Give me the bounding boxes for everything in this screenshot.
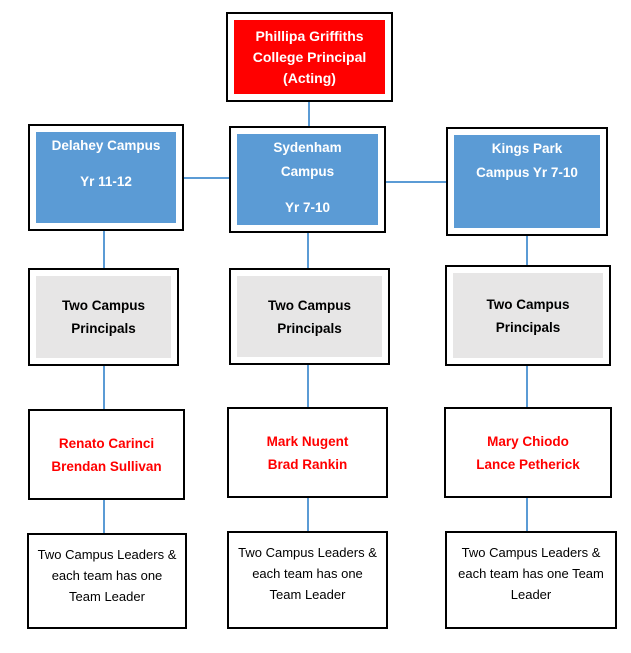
campus-line: Sydenham: [273, 140, 342, 155]
team-leaders-line: Two Campus Leaders &: [238, 545, 377, 560]
team-leaders-box-2: Two Campus Leaders & each team has one T…: [227, 531, 388, 629]
campus-principals-line: Two Campus: [61, 298, 145, 313]
campus-box-delahey-fill: Delahey Campus Yr 11-12: [36, 132, 176, 223]
connector-principals-to-names-1: [103, 366, 105, 409]
principal-names-box-1: Renato Carinci Brendan Sullivan: [28, 409, 185, 500]
campus-box-sydenham: Sydenham Campus Yr 7-10: [229, 126, 386, 233]
team-leaders-line: each team has one Team: [458, 566, 604, 581]
connector-names-to-leaders-2: [307, 498, 309, 531]
principal-box-fill: Phillipa Griffiths College Principal (Ac…: [234, 20, 385, 94]
campus-principals-box-3: Two Campus Principals: [445, 265, 611, 366]
principal-line: College Principal: [252, 48, 367, 65]
campus-line: Yr 7-10: [284, 200, 331, 215]
team-leaders-line: Team Leader: [69, 589, 145, 604]
connector-delahey-to-sydenham: [184, 177, 229, 179]
connector-principals-to-names-2: [307, 365, 309, 407]
team-leaders-box-3: Two Campus Leaders & each team has one T…: [445, 531, 617, 629]
campus-principals-box-2: Two Campus Principals: [229, 268, 390, 365]
campus-box-kings-park: Kings Park Campus Yr 7-10: [446, 127, 608, 236]
team-leaders-line: Two Campus Leaders &: [37, 547, 177, 562]
principal-name: Mary Chiodo: [487, 433, 569, 449]
campus-principals-line: Principals: [71, 321, 136, 336]
campus-line: Kings Park: [491, 141, 563, 156]
campus-box-kings-park-fill: Kings Park Campus Yr 7-10: [454, 135, 600, 228]
campus-principals-line: Principals: [495, 319, 561, 335]
principal-box: Phillipa Griffiths College Principal (Ac…: [226, 12, 393, 102]
principal-names-box-3: Mary Chiodo Lance Petherick: [444, 407, 612, 498]
campus-principals-box-3-fill: Two Campus Principals: [453, 273, 603, 358]
principal-name: Mark Nugent: [266, 433, 349, 449]
campus-box-delahey: Delahey Campus Yr 11-12: [28, 124, 184, 231]
connector-names-to-leaders-1: [103, 500, 105, 533]
connector-sydenham-to-principals: [307, 233, 309, 268]
team-leaders-line: Two Campus Leaders &: [461, 545, 601, 560]
campus-principals-line: Principals: [277, 320, 342, 336]
campus-line: Yr 11-12: [80, 174, 132, 189]
team-leaders-box-2-fill: Two Campus Leaders & each team has one T…: [235, 539, 380, 621]
connector-sydenham-to-kingspark: [386, 181, 446, 183]
campus-box-sydenham-fill: Sydenham Campus Yr 7-10: [237, 134, 378, 225]
team-leaders-line: each team has one: [51, 568, 163, 583]
campus-principals-line: Two Campus: [267, 297, 351, 313]
principal-names-box-3-fill: Mary Chiodo Lance Petherick: [452, 415, 604, 490]
connector-kingspark-to-principals: [526, 236, 528, 265]
principal-name: Renato Carinci: [58, 435, 155, 451]
connector-names-to-leaders-3: [526, 498, 528, 531]
principal-names-box-2-fill: Mark Nugent Brad Rankin: [235, 415, 380, 490]
team-leaders-box-1: Two Campus Leaders & each team has one T…: [27, 533, 187, 629]
team-leaders-line: each team has one: [252, 566, 363, 581]
campus-line: Campus Yr 7-10: [476, 165, 578, 180]
principal-name: Lance Petherick: [476, 456, 580, 472]
principal-name: Brad Rankin: [267, 456, 348, 472]
principal-line: (Acting): [283, 69, 336, 86]
campus-principals-box-1-fill: Two Campus Principals: [36, 276, 171, 358]
campus-principals-line: Two Campus: [486, 296, 570, 312]
principal-names-box-1-fill: Renato Carinci Brendan Sullivan: [36, 417, 177, 492]
team-leaders-line: Team Leader: [269, 587, 346, 602]
campus-line: Delahey Campus: [51, 138, 161, 153]
principal-line: Phillipa Griffiths: [255, 27, 364, 44]
principal-name: Brendan Sullivan: [51, 458, 162, 474]
campus-principals-box-1: Two Campus Principals: [28, 268, 179, 366]
connector-delahey-to-principals: [103, 231, 105, 268]
campus-line: Campus: [280, 164, 335, 179]
connector-principal-to-sydenham: [308, 102, 310, 127]
principal-names-box-2: Mark Nugent Brad Rankin: [227, 407, 388, 498]
team-leaders-box-1-fill: Two Campus Leaders & each team has one T…: [35, 541, 179, 621]
connector-principals-to-names-3: [526, 366, 528, 407]
team-leaders-line: Leader: [510, 587, 552, 602]
campus-principals-box-2-fill: Two Campus Principals: [237, 276, 382, 357]
team-leaders-box-3-fill: Two Campus Leaders & each team has one T…: [453, 539, 609, 621]
